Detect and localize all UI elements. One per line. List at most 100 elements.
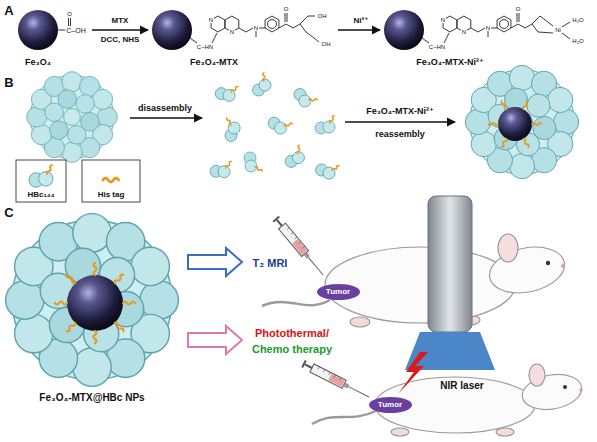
nanoparticle (152, 10, 192, 50)
legend-entry: HBc₁₄₄ (28, 191, 55, 199)
syringe (272, 215, 326, 277)
mouse (325, 247, 515, 323)
capsid-dimer (244, 152, 263, 172)
atom-label: OH (321, 41, 332, 47)
process-label: disassembly (138, 104, 192, 113)
mouse (496, 428, 514, 436)
reaction-arrow (338, 29, 380, 30)
loaded-capsid (123, 302, 135, 305)
mri-scanner (428, 196, 472, 332)
mri-scanner (405, 332, 495, 370)
loaded-capsid-core (532, 123, 542, 125)
chemical-bonds (279, 13, 300, 28)
chemical-bonds (500, 20, 509, 29)
capsid (27, 65, 579, 178)
atom-label: C–OH (65, 27, 86, 34)
process-arrow (130, 118, 455, 122)
process-label: Fe₃O₄-MTX-Ni²⁺ (366, 107, 434, 116)
loaded-capsid (114, 322, 125, 333)
legend-box (29, 165, 53, 188)
chemical-bonds (58, 13, 570, 43)
atom-label: C–HN (196, 44, 214, 50)
mouse (350, 317, 370, 327)
reaction-arrow (92, 29, 380, 30)
loaded-capsid (94, 331, 97, 343)
loaded-capsid-core (498, 107, 532, 141)
modality-label: T₂ MRI (253, 258, 288, 269)
capsid-dimer (209, 72, 340, 182)
mouse (563, 385, 567, 389)
loaded-capsid (114, 274, 125, 285)
loaded-capsid (6, 214, 179, 387)
nanoparticle (384, 10, 424, 50)
therapy-arrow (188, 326, 242, 354)
panel-letter: C (4, 206, 13, 219)
atom-label: N (485, 25, 491, 31)
capsid-dimer (281, 145, 306, 170)
loaded-capsid-core (501, 138, 508, 148)
chemical-bonds (511, 13, 532, 28)
atom-label: N (253, 25, 259, 31)
syringe (272, 215, 371, 401)
tumor-oval: Tumor (317, 284, 360, 300)
nanoparticle (18, 10, 58, 50)
mri-scanner (405, 196, 495, 370)
laser-label: NIR laser (439, 381, 484, 391)
chemical-bonds (532, 16, 570, 39)
capsid-dimer (292, 83, 318, 110)
process-arrow (130, 117, 202, 118)
mri-arrow (188, 248, 242, 276)
compound-label: Fe₃O₄ (25, 58, 51, 67)
reagent-label: MTX (112, 17, 129, 25)
chemical-bonds (190, 33, 217, 43)
legend-box (103, 178, 119, 182)
legend-box (16, 160, 140, 202)
atom-label: OH (317, 13, 328, 19)
tumor-label: Tumor (326, 288, 350, 296)
capsid-dimer (315, 115, 335, 134)
mouse (498, 234, 518, 262)
tumor-label: Tumor (378, 401, 402, 409)
laser-bolt (398, 352, 428, 394)
chemical-bonds (422, 33, 449, 43)
loaded-capsid (66, 274, 77, 285)
loaded-capsid (66, 322, 77, 333)
capsid-dimer (217, 117, 243, 144)
legend-box (16, 160, 66, 202)
mouse (561, 264, 565, 268)
compound-label: Fe₃O₄-MTX-Ni²⁺ (416, 58, 484, 67)
mouse (375, 377, 535, 433)
capsid-dimer (247, 72, 274, 98)
loaded-capsid (6, 214, 179, 387)
laser-bolt (398, 352, 428, 394)
capsid (465, 65, 578, 178)
process-arrow (345, 121, 455, 122)
mouse (529, 364, 545, 386)
tumor-oval: Tumor (369, 397, 412, 413)
mouse (546, 261, 550, 265)
loaded-capsid-core (488, 123, 498, 125)
loaded-capsid-core (522, 100, 529, 110)
mouse (262, 234, 569, 327)
chemical-bonds (265, 16, 279, 32)
reagent-label: Ni²⁺ (354, 17, 369, 25)
chemical-bonds (300, 16, 319, 42)
reagent-label: DCC, NHS (101, 36, 140, 44)
therapy-arrow (188, 326, 242, 354)
atom-label: N (229, 29, 235, 35)
chemical-bonds (497, 16, 511, 32)
nanoparticle (18, 10, 424, 50)
legend-box (82, 160, 140, 202)
mouse (312, 364, 584, 436)
legend-label: HBc₁₄₄ (28, 190, 55, 199)
atom-label: C–HN (428, 44, 446, 50)
modality-label: Chemo therapy (252, 344, 332, 355)
legend-label: His tag (98, 190, 125, 199)
mouse (391, 428, 409, 436)
chemical-bonds (268, 20, 277, 29)
atom-label: N (461, 29, 467, 35)
